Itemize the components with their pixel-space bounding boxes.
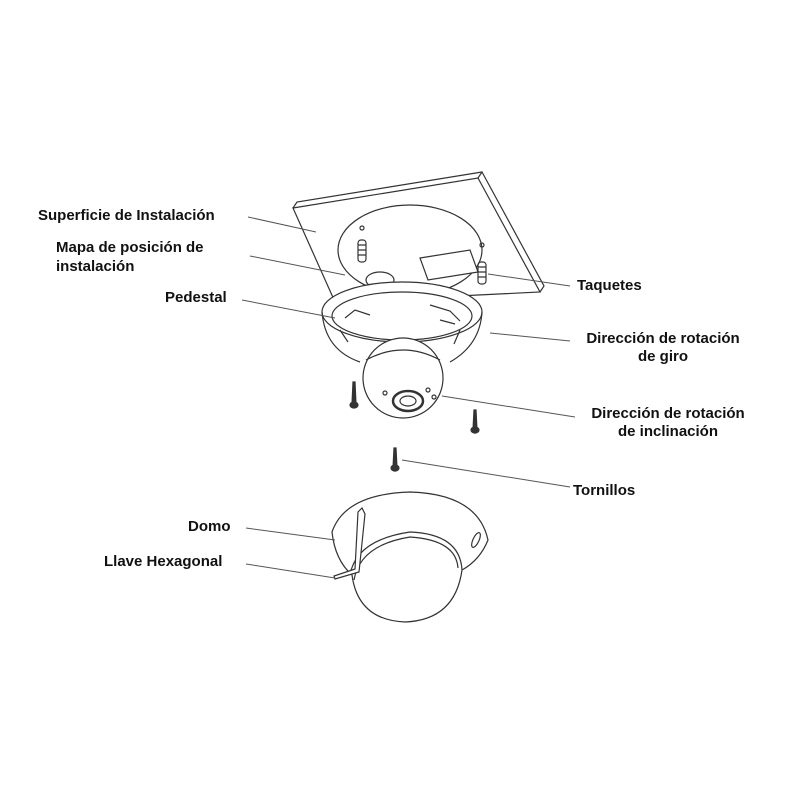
leader-lines	[241, 216, 576, 579]
label-inclinacion-line2: de inclinación	[617, 423, 719, 440]
label-superficie: Superficie de Instalación	[38, 207, 215, 224]
label-taquetes: Taquetes	[577, 277, 642, 294]
camera-ball	[362, 337, 444, 419]
label-giro-line2: de giro	[637, 348, 688, 365]
wall-anchor	[477, 261, 487, 285]
pedestal	[321, 271, 483, 363]
screw	[349, 381, 359, 409]
label-tornillos: Tornillos	[573, 482, 636, 499]
label-inclinacion-line1: Dirección de rotación	[591, 405, 745, 422]
label-mapa-line1: Mapa de posición de	[56, 239, 204, 256]
screw	[390, 447, 400, 473]
screw	[470, 409, 480, 435]
dome-cover	[331, 491, 489, 623]
label-pedestal: Pedestal	[165, 289, 227, 306]
label-mapa-line2: instalación	[56, 258, 135, 275]
label-llave: Llave Hexagonal	[104, 553, 223, 570]
label-domo: Domo	[188, 518, 231, 535]
hex-key	[333, 506, 366, 580]
wall-anchor	[357, 239, 367, 263]
label-giro-line1: Dirección de rotación	[586, 330, 740, 347]
